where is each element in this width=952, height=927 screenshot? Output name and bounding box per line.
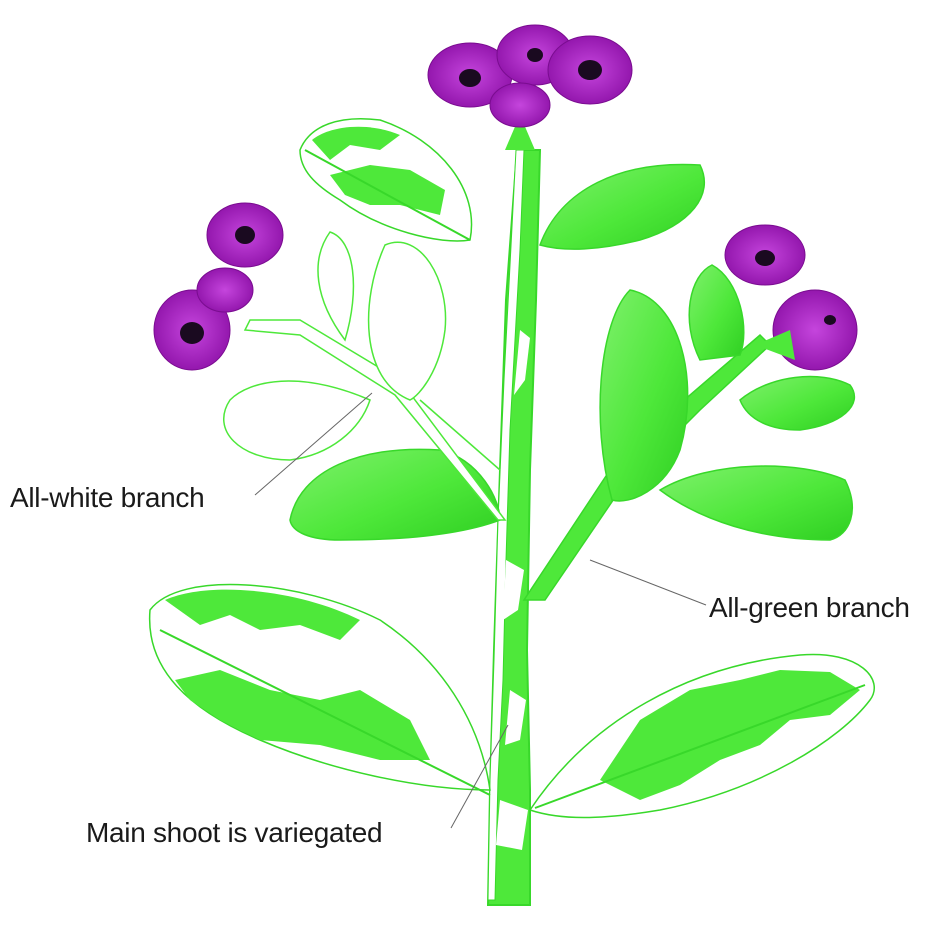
variegated-leaf-lower-right [530, 654, 874, 817]
green-leaf [600, 290, 688, 501]
variegated-leaf-upper [300, 119, 472, 241]
variegated-leaf-lower-left [150, 585, 490, 795]
green-leaf [740, 377, 854, 430]
green-leaf [660, 466, 852, 540]
green-leaf [689, 265, 744, 360]
green-leaf [290, 449, 500, 540]
flower-cluster-top [428, 25, 632, 150]
flower-cluster-left [154, 203, 283, 370]
main-shoot-label: Main shoot is variegated [86, 819, 382, 847]
green-leaf [540, 164, 704, 249]
green-branch-leader-line [590, 560, 706, 605]
main-stem [488, 150, 540, 905]
all-white-branch-label: All-white branch [10, 484, 204, 512]
all-green-branch-label: All-green branch [709, 594, 910, 622]
